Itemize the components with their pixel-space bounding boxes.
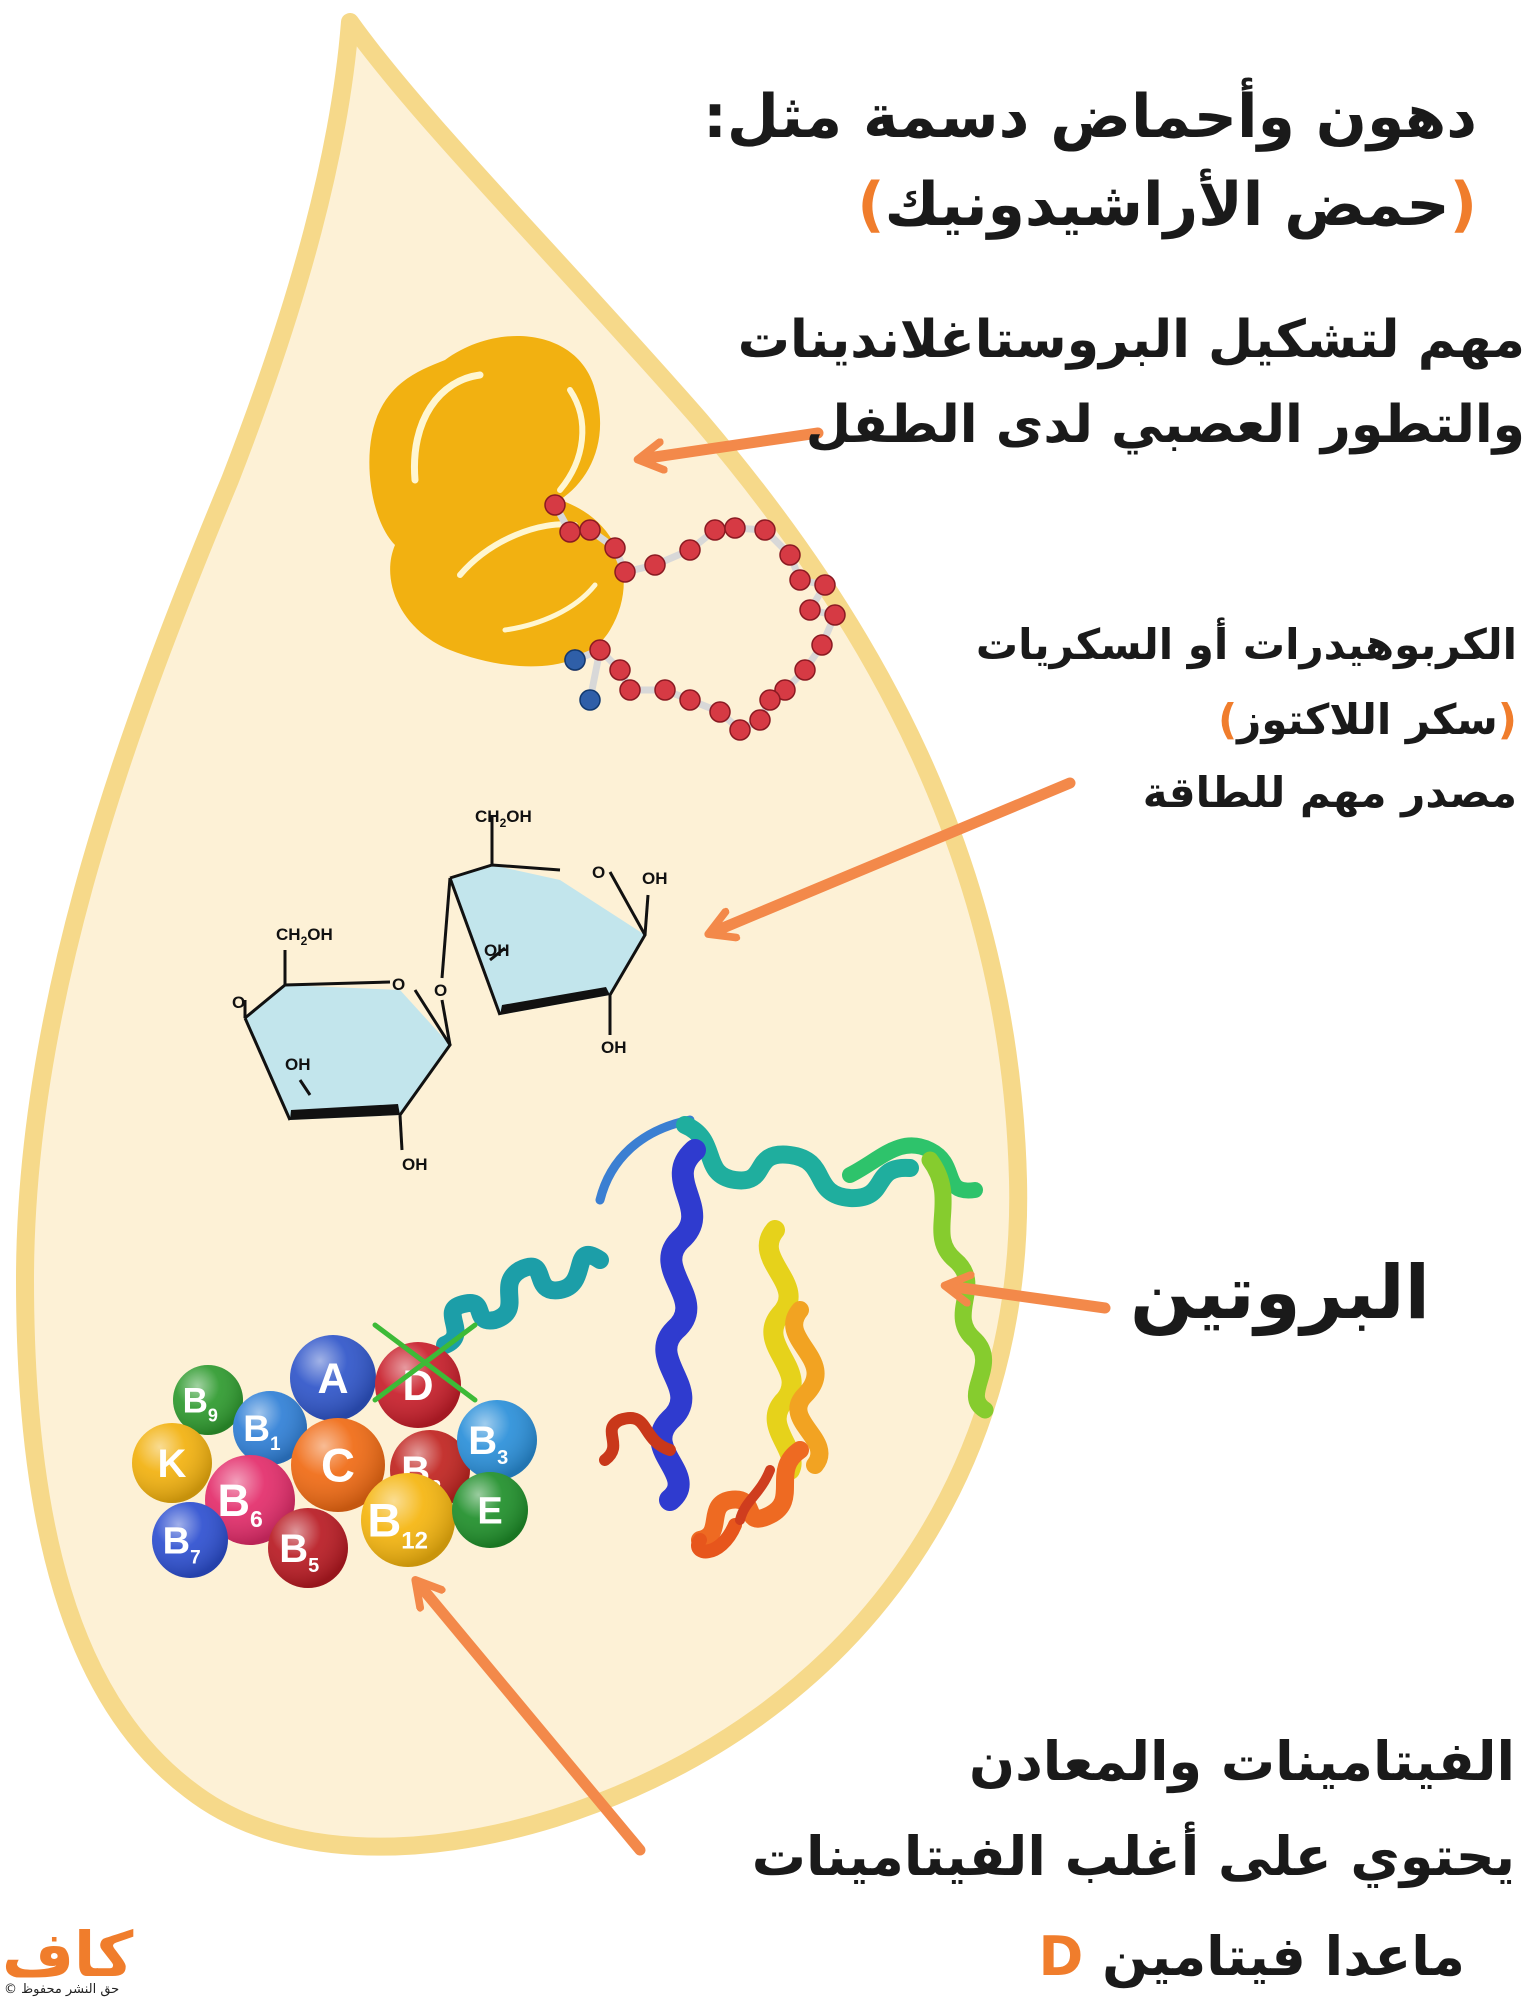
carbs-example: (سكر اللاكتوز) [1217, 695, 1517, 744]
vitamins-heading: الفيتامينات والمعادن [969, 1730, 1515, 1793]
vitamin-ball: C [291, 1418, 385, 1512]
carbon-atom [754, 519, 776, 541]
fats-benefit-line1: مهم لتشكيل البروستاغلاندينات [737, 310, 1525, 370]
carbon-atom [604, 537, 626, 559]
carbon-atom [679, 539, 701, 561]
vitamin-ball-label: B1 [243, 1408, 281, 1455]
vitamin-ball: K [132, 1423, 212, 1503]
lactose-link-oxygen-label: O [434, 981, 447, 1000]
lactose-structure-icon: CH2OH O OH OH OH O CH2OH O O OH OH [232, 807, 668, 1174]
carbon-atom [654, 679, 676, 701]
vitamin-ball-label: A [317, 1355, 348, 1403]
carbs-arrow [718, 777, 1076, 930]
copyright-notice: حق النشر محفوظ © [4, 1982, 120, 1997]
vitamin-ball: B3 [457, 1400, 537, 1480]
carbon-atom [811, 634, 833, 656]
vitamin-d-letter: D [1038, 1925, 1084, 1988]
carbs-example-text: سكر اللاكتوز [1237, 695, 1498, 744]
lactose-oh-label: OH [484, 941, 510, 960]
vitamin-ball-label: E [477, 1490, 502, 1532]
lactose-ring-oxygen-label: O [392, 975, 405, 994]
brand-logo: كاف [2, 1918, 134, 1991]
vitamin-ball: B7 [152, 1502, 228, 1578]
fats-arrow [648, 427, 824, 458]
carbon-atom [729, 719, 751, 741]
vitamin-ball: D [375, 1342, 461, 1428]
carbon-atom [824, 604, 846, 626]
carbon-atom [619, 679, 641, 701]
carbon-atom [799, 599, 821, 621]
lactose-ch2oh-label: CH2OH [475, 807, 532, 830]
carbon-atom [579, 519, 601, 541]
vitamins-exception-prefix: ماعدا فيتامين [1102, 1925, 1465, 1988]
vitamins-description: يحتوي على أغلب الفيتامينات [751, 1825, 1515, 1888]
carbs-benefit: مصدر مهم للطاقة [1142, 768, 1517, 817]
vitamin-ball: B5 [268, 1508, 348, 1588]
lactose-oh-label: OH [285, 1055, 311, 1074]
fats-benefit-line2: والتطور العصبي لدى الطفل [805, 395, 1525, 455]
vitamin-ball-label: B7 [163, 1520, 201, 1568]
oxygen-atom [579, 689, 601, 711]
carbon-atom [544, 494, 566, 516]
carbon-atom [759, 689, 781, 711]
carbon-atom [704, 519, 726, 541]
fat-globule-icon [369, 336, 624, 667]
protein-heading: البروتين [1130, 1250, 1430, 1336]
vitamin-ball-label: B3 [468, 1419, 508, 1469]
carbs-heading: الكربوهيدرات أو السكريات [975, 620, 1517, 669]
vitamin-ball-label: B12 [367, 1493, 428, 1554]
vitamin-d-cross-icon [372, 1322, 478, 1403]
oxygen-atom [564, 649, 586, 671]
carbon-atom [559, 521, 581, 543]
carbon-atom [709, 701, 731, 723]
lactose-ch2oh-label: CH2OH [276, 925, 333, 948]
pointer-arrows [422, 427, 1111, 1856]
vitamin-ball: A [290, 1335, 376, 1421]
protein-arrow [955, 1287, 1111, 1314]
carbon-atom [609, 659, 631, 681]
vitamins-arrow [422, 1588, 646, 1856]
carbon-atom [814, 574, 836, 596]
protein-structure-icon [436, 1115, 994, 1559]
carbon-atom [589, 639, 611, 661]
lactose-ring-oxygen-label: O [592, 863, 605, 882]
carbon-atom [644, 554, 666, 576]
carbon-atom [679, 689, 701, 711]
carbon-atom [774, 679, 796, 701]
vitamin-ball-label: B9 [183, 1381, 218, 1425]
vitamin-ball: B12 [361, 1473, 455, 1567]
carbon-atom [789, 569, 811, 591]
fats-example-text: حمض الأراشيدونيك [884, 170, 1450, 240]
vitamin-ball-label: C [321, 1438, 355, 1491]
carbon-atom [794, 659, 816, 681]
vitamins-exception: ماعدا فيتامين D [1038, 1925, 1465, 1988]
vitamin-ball-label: K [158, 1442, 187, 1486]
carbon-atom [779, 544, 801, 566]
vitamin-ball: B9 [173, 1365, 243, 1435]
vitamin-ball-label: B6 [217, 1475, 262, 1532]
vitamin-ball: B1 [233, 1391, 307, 1465]
vitamin-ball-label: B5 [279, 1527, 319, 1577]
carbon-atom [724, 517, 746, 539]
vitamin-ball: B6 [205, 1455, 295, 1545]
carbon-atom [614, 561, 636, 583]
arachidonic-acid-molecule-icon [544, 494, 846, 741]
lactose-oh-label: OH [601, 1038, 627, 1057]
vitamin-balls-cluster: ADB9B1CB2B3KB6B12EB7B5 [132, 1335, 537, 1588]
vitamin-ball: E [452, 1472, 528, 1548]
fats-heading: دهون وأحماض دسمة مثل: [702, 82, 1477, 152]
fats-example: (حمض الأراشيدونيك) [857, 170, 1477, 240]
lactose-oh-label: OH [642, 869, 668, 888]
carbon-atom [749, 709, 771, 731]
lactose-left-oxygen-label: O [232, 993, 245, 1012]
lactose-oh-label: OH [402, 1155, 428, 1174]
